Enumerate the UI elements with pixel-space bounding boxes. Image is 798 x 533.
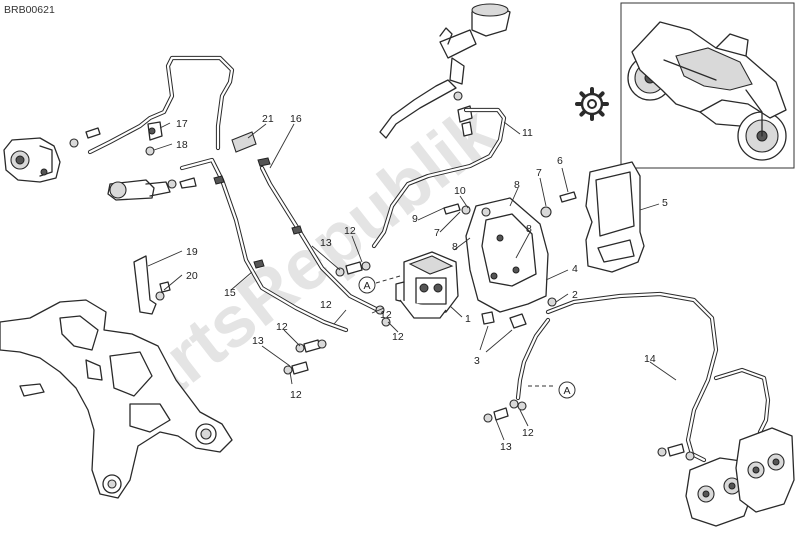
callout-7: 7 xyxy=(536,167,542,179)
callout-13c: 13 xyxy=(500,441,512,453)
marker-a-label-2: A xyxy=(563,385,570,397)
callout-12c: 12 xyxy=(320,299,332,311)
abs-bracket-4 xyxy=(465,197,549,329)
callout-18: 18 xyxy=(176,139,188,151)
hose-clips xyxy=(213,157,303,269)
fitting-18 xyxy=(145,146,155,156)
callout-16: 16 xyxy=(290,113,302,125)
abs-cover-5 xyxy=(585,161,645,273)
drawing-code: BRB00621 xyxy=(4,4,55,16)
callout-5: 5 xyxy=(662,197,668,209)
callout-14: 14 xyxy=(644,353,656,365)
callout-12g: 12 xyxy=(522,427,534,439)
leader-lines xyxy=(147,121,677,441)
callout-12a: 12 xyxy=(344,225,356,237)
connection-marker-front: A xyxy=(528,381,576,399)
callout-20: 20 xyxy=(186,270,198,282)
callout-13a: 13 xyxy=(320,237,332,249)
hose-14 xyxy=(545,291,719,463)
hose-16 xyxy=(259,165,385,315)
bolts-left xyxy=(69,127,197,189)
marker-a-label: A xyxy=(363,280,370,292)
callout-12d: 12 xyxy=(276,321,288,333)
hose-14-left-branch xyxy=(515,317,551,401)
hose-14-right-branch xyxy=(713,367,771,435)
callout-11: 11 xyxy=(522,127,533,139)
brake-lever xyxy=(379,79,457,139)
callout-1: 1 xyxy=(465,313,471,325)
callout-12f: 12 xyxy=(392,331,404,343)
callout-3: 3 xyxy=(474,355,480,367)
callout-8c: 8 xyxy=(526,223,532,235)
banjo-fittings-lower xyxy=(483,399,695,461)
callout-17: 17 xyxy=(176,118,188,130)
gear-icon xyxy=(575,87,609,121)
callout-4: 4 xyxy=(572,263,578,275)
callout-12e: 12 xyxy=(290,389,302,401)
hose-11 xyxy=(371,107,507,249)
hose-15 xyxy=(179,157,349,333)
callout-9: 9 xyxy=(412,213,418,225)
swingarm-frame xyxy=(0,299,233,499)
bolts-right xyxy=(443,191,577,307)
front-left-caliper xyxy=(685,457,753,527)
rear-brake-caliper xyxy=(3,137,61,183)
callout-12b: 12 xyxy=(380,309,392,321)
front-right-caliper xyxy=(735,427,795,513)
front-master-cylinder xyxy=(439,3,511,101)
callout-10: 10 xyxy=(454,185,466,197)
callout-8b: 8 xyxy=(452,241,458,253)
callout-6: 6 xyxy=(557,155,563,167)
callout-8: 8 xyxy=(514,179,520,191)
rear-brake-hose xyxy=(87,55,235,155)
callout-21: 21 xyxy=(262,113,274,125)
hose-clamp-17 xyxy=(147,121,163,141)
motorcycle-inset xyxy=(575,2,795,169)
connection-marker-abs: A xyxy=(358,275,401,294)
bracket-19 xyxy=(133,255,171,315)
banjo-fittings-left xyxy=(283,261,391,375)
rear-master-cylinder xyxy=(107,179,171,201)
callout-15: 15 xyxy=(224,287,236,299)
abs-modulator-unit xyxy=(395,251,459,319)
callout-13b: 13 xyxy=(252,335,264,347)
motorcycle-illustration xyxy=(575,21,787,161)
callout-2: 2 xyxy=(572,289,578,301)
callout-19: 19 xyxy=(186,246,198,258)
callout-numbers: 1 2 3 4 5 6 7 7 8 8 8 9 10 11 12 12 12 1… xyxy=(176,113,668,453)
callout-7b: 7 xyxy=(434,227,440,239)
